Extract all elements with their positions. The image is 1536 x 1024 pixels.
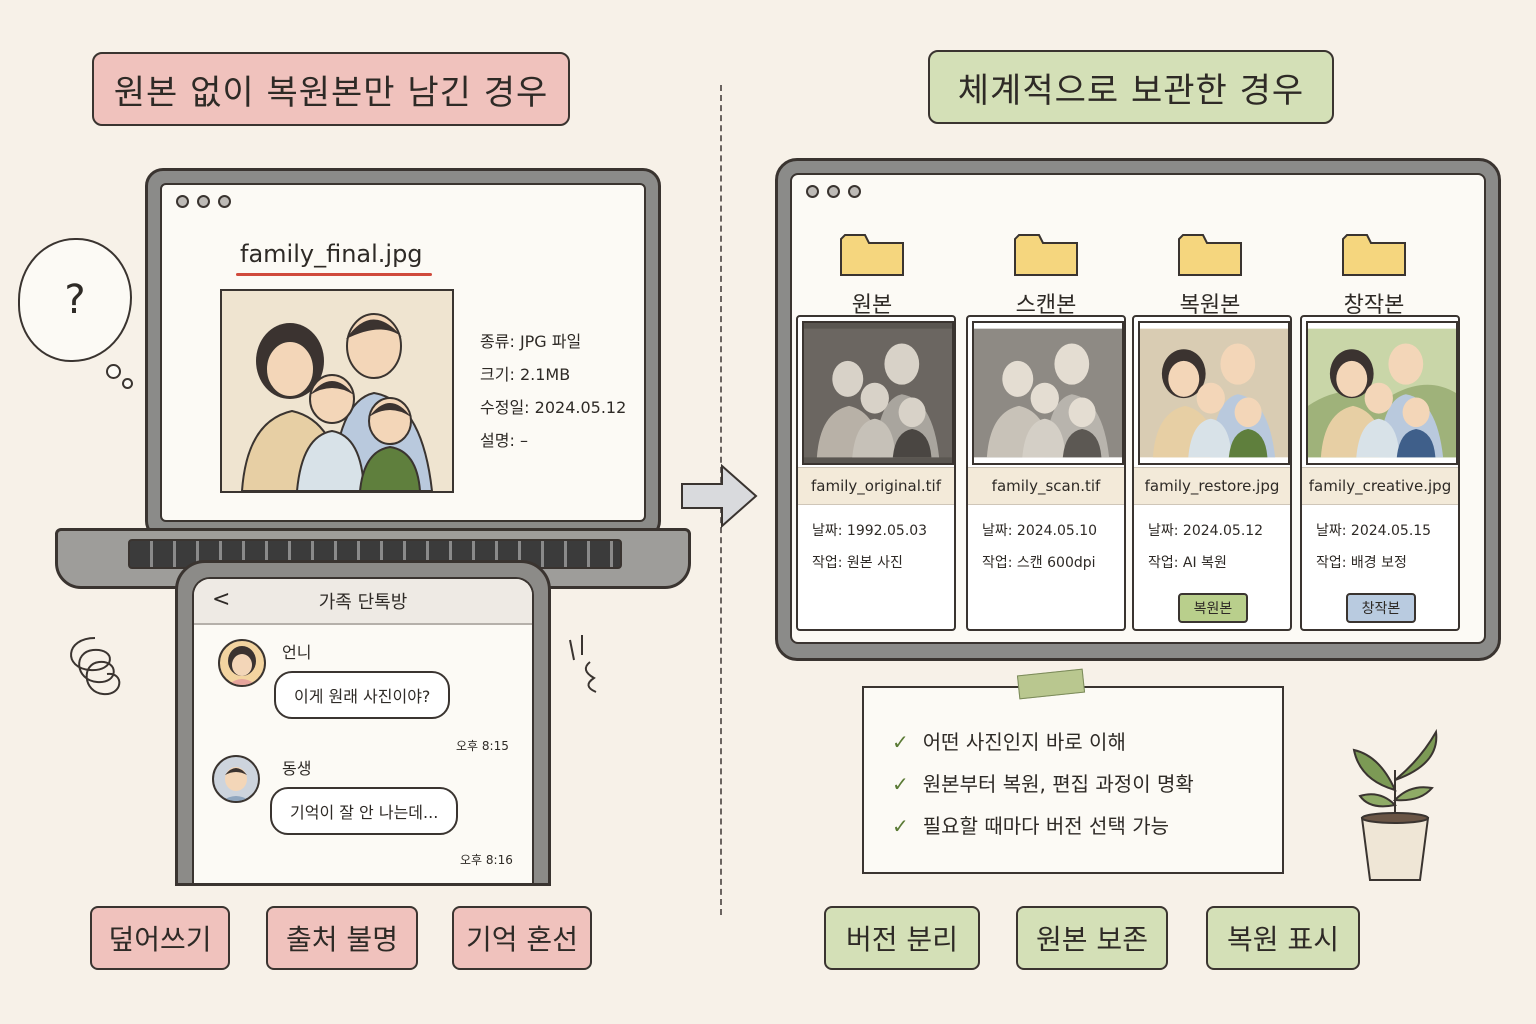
chat-title: 가족 단톡방 — [318, 592, 408, 613]
check-icon: ✓ — [892, 730, 909, 754]
file-date: 날짜: 1992.05.03 — [812, 523, 928, 539]
folder-label: 스캔본 — [1015, 293, 1077, 318]
close-dot[interactable] — [176, 195, 189, 208]
thought-dot — [106, 364, 121, 379]
folder-icon — [1178, 234, 1242, 276]
tag-original-keep: 원본 보존 — [1016, 906, 1168, 970]
file-meta: 날짜: 2024.05.15 작업: 배경 보정 — [1316, 515, 1431, 579]
file-card-creative[interactable]: family_creative.jpg 날짜: 2024.05.15 작업: 배… — [1300, 315, 1460, 631]
stress-mark-icon — [569, 635, 597, 693]
file-card-scan[interactable]: family_scan.tif 날짜: 2024.05.10 작업: 스캔 60… — [966, 315, 1126, 631]
info-description: 설명: – — [480, 431, 528, 450]
file-task: 작업: 스캔 600dpi — [982, 555, 1096, 571]
maximize-dot[interactable] — [848, 185, 861, 198]
folder-icon — [1014, 234, 1078, 276]
info-type: 종류: JPG 파일 — [480, 332, 582, 351]
folder-original[interactable]: 원본 — [792, 231, 952, 319]
photo-thumbnail — [972, 321, 1124, 465]
message-time: 오후 8:15 — [456, 739, 509, 753]
avatar — [218, 639, 266, 687]
tag-overwrite: 덮어쓰기 — [90, 906, 230, 970]
folder-scan[interactable]: 스캔본 — [966, 231, 1126, 319]
laptop: family_final.jpg — [145, 168, 661, 539]
check-icon: ✓ — [892, 772, 909, 796]
folder-restore[interactable]: 복원본 — [1130, 231, 1290, 319]
question-mark: ? — [64, 277, 86, 323]
thought-dot — [122, 378, 133, 389]
right-title: 체계적으로 보관한 경우 — [928, 50, 1334, 124]
chat-screen: < 가족 단톡방 언니 이게 원래 사진이야? 오후 8:15 동생 기억이 잘… — [192, 577, 534, 883]
folder-icon — [840, 234, 904, 276]
file-name: family_original.tif — [798, 467, 954, 505]
back-arrow-icon[interactable]: < — [212, 587, 231, 612]
photo-thumbnail — [802, 321, 954, 465]
tag-version-split: 버전 분리 — [824, 906, 980, 970]
sender-name: 언니 — [282, 643, 312, 662]
file-meta: 날짜: 2024.05.12 작업: AI 복원 — [1148, 515, 1263, 579]
chat-bubble: 이게 원래 사진이야? — [274, 671, 451, 719]
restore-badge: 복원본 — [1178, 593, 1248, 623]
file-name: family_restore.jpg — [1134, 467, 1290, 505]
phone: < 가족 단톡방 언니 이게 원래 사진이야? 오후 8:15 동생 기억이 잘… — [175, 560, 551, 886]
window-controls — [806, 185, 861, 198]
info-size: 크기: 2.1MB — [480, 365, 571, 384]
folder-label: 창작본 — [1343, 293, 1405, 318]
file-card-original[interactable]: family_original.tif 날짜: 1992.05.03 작업: 원… — [796, 315, 956, 631]
chat-bubble: 기억이 잘 안 나는데... — [270, 787, 459, 835]
checklist-item: ✓원본부터 복원, 편집 과정이 명확 — [892, 772, 1194, 796]
file-name: family_creative.jpg — [1302, 467, 1458, 505]
file-card-restore[interactable]: family_restore.jpg 날짜: 2024.05.12 작업: AI… — [1132, 315, 1292, 631]
scribble-icon — [70, 637, 121, 696]
tag-unknown-source: 출처 불명 — [266, 906, 418, 970]
file-name: family_scan.tif — [968, 467, 1124, 505]
creative-badge: 창작본 — [1346, 593, 1416, 623]
file-date: 날짜: 2024.05.10 — [982, 523, 1098, 539]
family-photo — [220, 289, 454, 493]
file-task: 작업: 배경 보정 — [1316, 555, 1407, 571]
message-time: 오후 8:16 — [460, 853, 513, 867]
monitor: 원본 스캔본 복원본 창작본 family_original.tif 날짜: 1… — [775, 158, 1501, 661]
file-meta: 날짜: 1992.05.03 작업: 원본 사진 — [812, 515, 927, 579]
file-meta: 날짜: 2024.05.10 작업: 스캔 600dpi — [982, 515, 1097, 579]
avatar — [212, 755, 260, 803]
tag-memory-confusion: 기억 혼선 — [452, 906, 592, 970]
thought-bubble: ? — [18, 238, 132, 362]
family-illustration — [222, 291, 452, 491]
close-dot[interactable] — [806, 185, 819, 198]
maximize-dot[interactable] — [218, 195, 231, 208]
left-title: 원본 없이 복원본만 남긴 경우 — [92, 52, 570, 126]
minimize-dot[interactable] — [197, 195, 210, 208]
sender-name: 동생 — [282, 759, 312, 778]
chat-header: < 가족 단톡방 — [194, 579, 532, 625]
laptop-screen: family_final.jpg — [160, 183, 646, 522]
photo-thumbnail — [1306, 321, 1458, 465]
folder-icon — [1342, 234, 1406, 276]
right-arrow-icon — [681, 463, 758, 529]
file-date: 날짜: 2024.05.12 — [1148, 523, 1264, 539]
minimize-dot[interactable] — [827, 185, 840, 198]
window-controls — [176, 195, 231, 208]
file-name: family_final.jpg — [240, 240, 423, 268]
file-task: 작업: AI 복원 — [1148, 555, 1227, 571]
filename-underline — [236, 273, 432, 276]
folder-label: 복원본 — [1179, 293, 1241, 318]
file-task: 작업: 원본 사진 — [812, 555, 903, 571]
tag-restore-mark: 복원 표시 — [1206, 906, 1360, 970]
file-info-list: 종류: JPG 파일 크기: 2.1MB 수정일: 2024.05.12 설명:… — [480, 325, 626, 457]
info-modified: 수정일: 2024.05.12 — [480, 398, 627, 417]
photo-thumbnail — [1138, 321, 1290, 465]
folder-creative[interactable]: 창작본 — [1294, 231, 1454, 319]
checklist-item: ✓필요할 때마다 버전 선택 가능 — [892, 814, 1169, 838]
folder-label: 원본 — [851, 293, 893, 318]
checklist-item: ✓어떤 사진인지 바로 이해 — [892, 730, 1126, 754]
plant-icon — [1352, 728, 1438, 881]
benefits-note: ✓어떤 사진인지 바로 이해 ✓원본부터 복원, 편집 과정이 명확 ✓필요할 … — [862, 686, 1284, 874]
check-icon: ✓ — [892, 814, 909, 838]
file-date: 날짜: 2024.05.15 — [1316, 523, 1432, 539]
folder-window: 원본 스캔본 복원본 창작본 family_original.tif 날짜: 1… — [790, 173, 1486, 644]
